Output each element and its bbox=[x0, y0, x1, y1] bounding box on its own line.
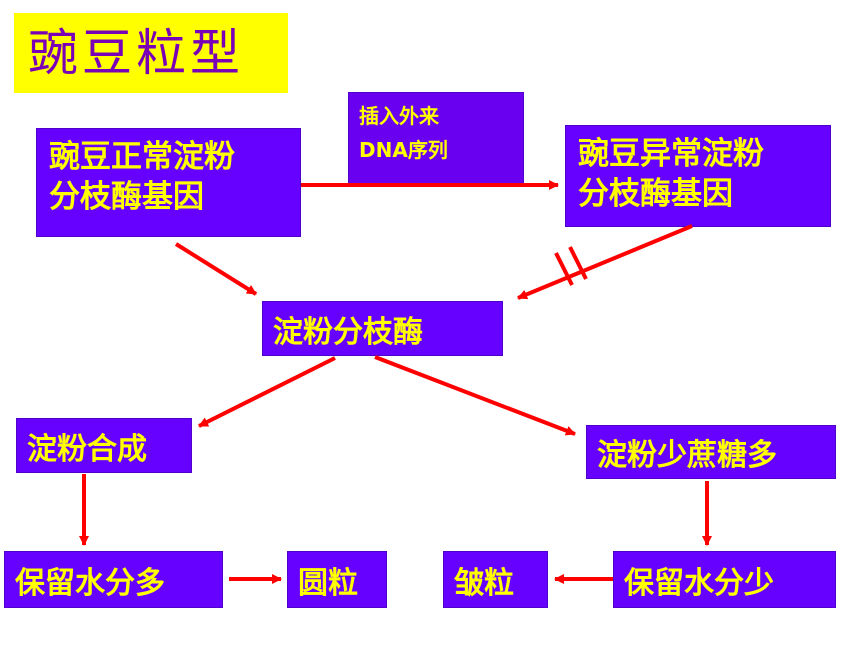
low-starch-high-sucrose-box: 淀粉少蔗糖多 bbox=[586, 425, 836, 479]
insert-dna-line-1: 插入外来 bbox=[359, 104, 439, 128]
starch-branching-enzyme-box: 淀粉分枝酶 bbox=[262, 301, 503, 356]
abnormal-gene-line-1: 豌豆异常淀粉 bbox=[578, 136, 764, 172]
insert-dna-line-2: DNA序列 bbox=[359, 138, 448, 162]
round-seed-box: 圆粒 bbox=[287, 551, 387, 608]
arrow-abnormal-gene-to-enzyme bbox=[517, 224, 693, 300]
retain-less-water-box: 保留水分少 bbox=[613, 551, 836, 608]
arrow-enzyme-to-synthesis bbox=[198, 356, 336, 428]
block-mark-1 bbox=[554, 252, 574, 286]
arrow-normal-gene-to-enzyme bbox=[174, 242, 258, 296]
insert-dna-box: 插入外来 DNA序列 bbox=[348, 92, 524, 184]
normal-gene-box: 豌豆正常淀粉 分枝酶基因 bbox=[36, 128, 301, 237]
abnormal-gene-box: 豌豆异常淀粉 分枝酶基因 bbox=[565, 125, 831, 227]
retain-more-water-box: 保留水分多 bbox=[4, 551, 223, 608]
abnormal-gene-line-2: 分枝酶基因 bbox=[578, 176, 733, 212]
normal-gene-line-1: 豌豆正常淀粉 bbox=[49, 139, 235, 175]
starch-synthesis-box: 淀粉合成 bbox=[16, 418, 192, 473]
normal-gene-line-2: 分枝酶基因 bbox=[49, 179, 204, 215]
arrow-enzyme-to-low-starch bbox=[374, 355, 576, 436]
wrinkled-seed-box: 皱粒 bbox=[443, 551, 548, 608]
page-title: 豌豆粒型 bbox=[14, 13, 288, 93]
block-mark-2 bbox=[568, 246, 588, 280]
